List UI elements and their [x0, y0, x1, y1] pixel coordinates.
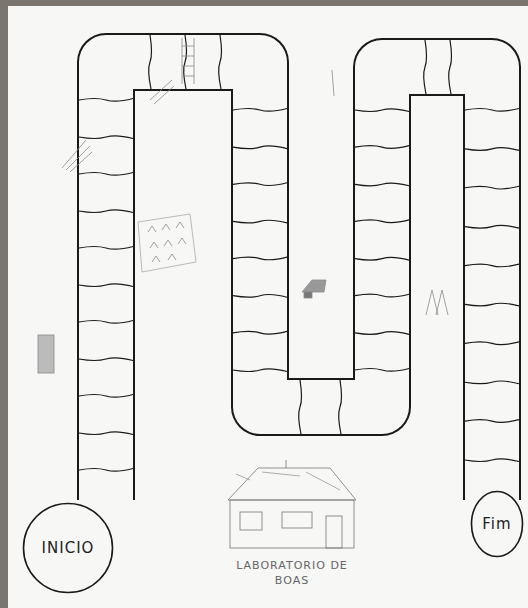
tent-sketch	[426, 290, 448, 315]
cell-divider	[465, 420, 519, 423]
cell-divider	[149, 35, 152, 89]
pencil-sketches	[38, 38, 448, 548]
cell-divider	[355, 109, 409, 112]
cell-divider	[233, 146, 287, 149]
cell-divider	[79, 210, 133, 213]
cell-divider	[465, 225, 519, 228]
cell-divider	[465, 459, 519, 462]
cell-divider	[233, 257, 287, 260]
track-fill	[106, 62, 492, 500]
cell-divider	[233, 295, 287, 298]
cell-divider	[79, 432, 133, 435]
start-circle: INICIO	[22, 502, 114, 594]
cell-divider	[355, 369, 409, 372]
cell-divider	[465, 303, 519, 306]
circle-shape	[24, 504, 113, 593]
cell-divider	[465, 148, 519, 151]
tank-sketch	[38, 335, 54, 373]
cell-divider	[355, 220, 409, 223]
cell-divider	[465, 381, 519, 384]
circle-shape	[472, 492, 523, 557]
cell-divider	[184, 35, 187, 89]
cell-divider	[465, 264, 519, 267]
cell-divider	[79, 358, 133, 361]
cell-divider	[465, 109, 519, 112]
cell-divider	[355, 146, 409, 149]
cell-divider	[219, 35, 222, 89]
cell-divider	[79, 173, 133, 176]
building-sketch	[302, 280, 326, 298]
end-circle: Fim	[470, 490, 524, 558]
cell-divider	[79, 395, 133, 398]
cell-divider	[79, 247, 133, 250]
house-sketch	[228, 460, 356, 548]
ladder-sketch	[182, 38, 194, 84]
cell-divider	[233, 183, 287, 186]
cell-divider	[233, 109, 287, 112]
cell-divider	[233, 331, 287, 334]
place-label: LABORATORIO DE BOAS	[236, 558, 348, 589]
cell-divider	[79, 136, 133, 139]
track	[79, 35, 519, 500]
leaf-sketch	[62, 140, 92, 172]
cell-divider	[465, 342, 519, 345]
cell-divider	[355, 332, 409, 335]
cell-divider	[233, 220, 287, 223]
cell-divider	[79, 99, 133, 102]
cell-divider	[79, 469, 133, 472]
cell-divider	[355, 294, 409, 297]
node-label: Fim	[482, 515, 511, 533]
plants-sketch	[138, 214, 196, 272]
cell-divider	[79, 284, 133, 287]
cell-divider	[424, 40, 427, 94]
cell-divider	[355, 257, 409, 260]
track-outline	[106, 62, 492, 500]
cell-divider	[233, 369, 287, 372]
cell-divider	[449, 40, 452, 94]
node-label: INICIO	[42, 539, 95, 557]
post-sketch	[332, 70, 334, 96]
cell-divider	[339, 380, 342, 434]
cell-divider	[465, 186, 519, 189]
cell-divider	[355, 183, 409, 186]
cell-divider	[79, 321, 133, 324]
paper-sheet	[8, 6, 528, 608]
leaf-sketch	[150, 80, 174, 104]
cell-divider	[299, 380, 302, 434]
